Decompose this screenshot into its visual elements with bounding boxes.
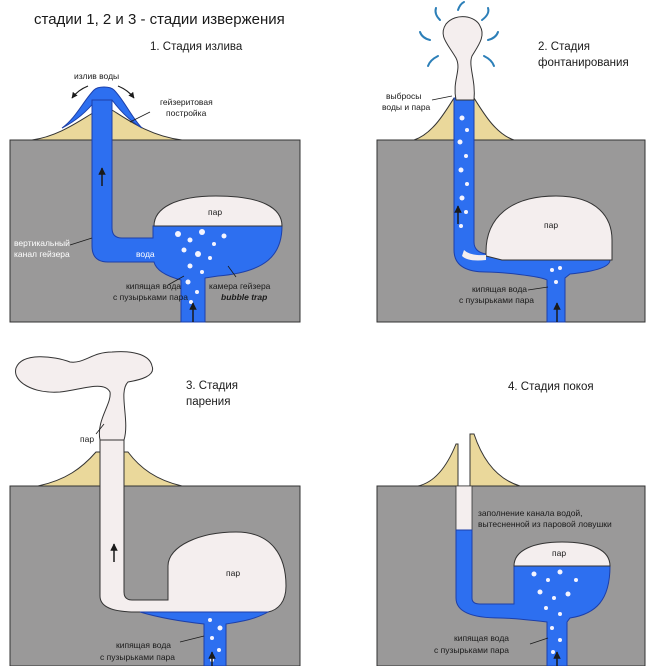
- panel-2-title-line-2: фонтанирования: [538, 57, 629, 69]
- label-boiling-1: кипящая вода: [126, 281, 181, 291]
- steam-cloud: [16, 352, 153, 440]
- label-boiling-1: кипящая вода: [454, 633, 509, 643]
- label-steam: пар: [226, 568, 240, 578]
- label-boiling-2: с пузырьками пара: [100, 652, 175, 662]
- panel-3-title-line-2: парения: [186, 396, 230, 408]
- panel-2-fountain-stage: 2. Стадия фонтанирования выбросы воды и …: [377, 2, 645, 322]
- label-steam: пар: [544, 220, 558, 230]
- diagram-header: стадии 1, 2 и 3 - стадии извержения: [34, 11, 285, 28]
- outflow-arrow-right: [118, 86, 134, 98]
- label-boiling-2: с пузырьками пара: [459, 295, 534, 305]
- sinter-mound: [38, 452, 102, 486]
- outflow-arrow-left: [72, 86, 88, 98]
- pointer-ejection: [432, 96, 452, 100]
- panel-3-title-line-1: 3. Стадия: [186, 380, 238, 392]
- label-water: вода: [136, 249, 155, 259]
- panel-1-title: 1. Стадия излива: [150, 41, 243, 53]
- label-chamber-1: камера гейзера: [209, 281, 271, 291]
- panel-4-title: 4. Стадия покоя: [508, 381, 594, 393]
- label-sinter-2: постройка: [166, 108, 207, 118]
- sinter-mound-right: [122, 452, 182, 486]
- sinter-mound-left: [418, 444, 458, 486]
- label-ejection-2: воды и пара: [382, 102, 431, 112]
- panel-4-rest-stage: 4. Стадия покоя заполнение канала водой,…: [377, 381, 645, 666]
- label-steam: пар: [208, 207, 222, 217]
- label-sinter-1: гейзеритовая: [160, 97, 213, 107]
- label-steam-top: пар: [80, 434, 94, 444]
- label-water-outflow: излив воды: [74, 71, 119, 81]
- panel-1-outflow-stage: 1. Стадия излива излив воды гейзеритовая…: [10, 41, 300, 322]
- empty-channel: [456, 486, 472, 530]
- label-refill-1: заполнение канала водой,: [478, 508, 583, 518]
- panel-3-steaming-stage: 3. Стадия парения пар пар кипящая вода с…: [10, 352, 300, 666]
- panel-2-title-line-1: 2. Стадия: [538, 41, 590, 53]
- label-boiling-1: кипящая вода: [116, 640, 171, 650]
- label-ejection-1: выбросы: [386, 91, 421, 101]
- label-boiling-1: кипящая вода: [472, 284, 527, 294]
- label-steam: пар: [552, 548, 566, 558]
- label-vertical-1: вертикальный: [14, 238, 70, 248]
- label-refill-2: вытесненной из паровой ловушки: [478, 519, 612, 529]
- label-vertical-2: канал гейзера: [14, 249, 70, 259]
- label-chamber-2: bubble trap: [221, 292, 267, 302]
- label-boiling-2: с пузырьками пара: [113, 292, 188, 302]
- sinter-mound-right: [470, 434, 520, 486]
- label-boiling-2: с пузырьками пара: [434, 645, 509, 655]
- steam-plume: [443, 17, 482, 100]
